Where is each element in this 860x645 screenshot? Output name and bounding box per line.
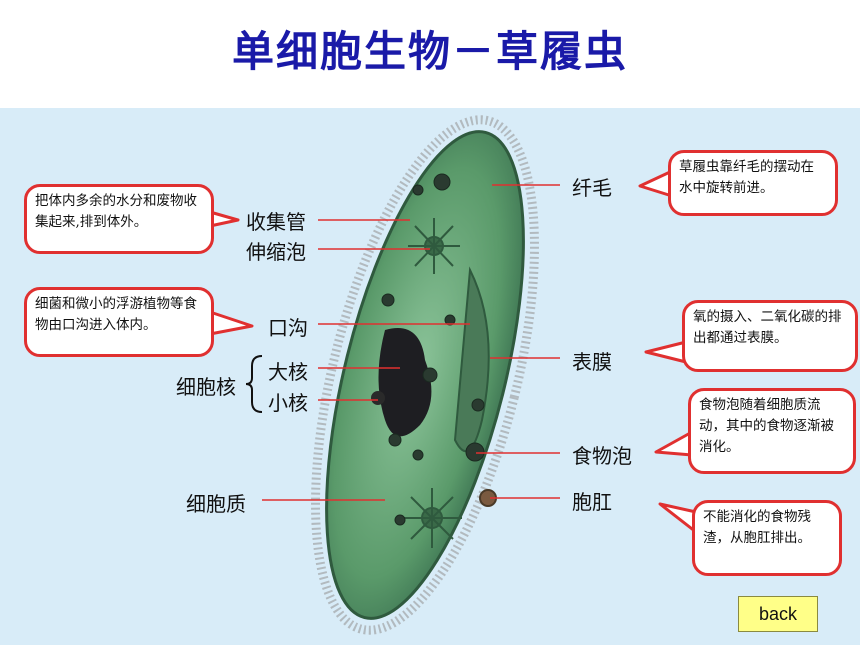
bubble-membrane: 氧的摄入、二氧化碳的排出都通过表膜。 <box>682 300 858 372</box>
nucleus-brace <box>245 355 263 413</box>
label-cilia: 纤毛 <box>572 176 612 200</box>
label-oral-groove: 口沟 <box>268 316 308 340</box>
bubble-anal: 不能消化的食物残渣，从胞肛排出。 <box>692 500 842 576</box>
contractile-vacuole-top <box>408 218 460 274</box>
label-contractile-vacuole: 伸缩泡 <box>246 240 306 264</box>
contractile-vacuole-bottom <box>402 488 462 548</box>
label-macronucleus: 大核 <box>268 360 308 384</box>
label-nucleus: 细胞核 <box>176 375 236 399</box>
macronucleus-shape <box>378 328 432 437</box>
label-collecting-duct: 收集管 <box>246 210 306 234</box>
bubble-collecting: 把体内多余的水分和废物收集起来,排到体外。 <box>24 184 214 254</box>
label-membrane: 表膜 <box>572 350 612 374</box>
leader-lines <box>262 184 560 501</box>
bubble-oral: 细菌和微小的浮游植物等食物由口沟进入体内。 <box>24 287 214 357</box>
label-anal-pore: 胞肛 <box>572 490 612 514</box>
page-title: 单细胞生物－草履虫 <box>231 27 628 76</box>
bubble-food: 食物泡随着细胞质流动，其中的食物逐渐被消化。 <box>688 388 856 474</box>
back-button[interactable]: back <box>738 596 818 632</box>
bubble-cilia: 草履虫靠纤毛的摆动在水中旋转前进。 <box>668 150 838 216</box>
bubble-pointers <box>209 170 697 534</box>
food-vacuoles <box>381 173 485 526</box>
label-micronucleus: 小核 <box>268 391 308 415</box>
label-cytoplasm: 细胞质 <box>186 492 246 516</box>
label-food-vacuole: 食物泡 <box>572 444 632 468</box>
cilia-fringe <box>311 115 539 635</box>
micronucleus-shape <box>371 391 385 405</box>
